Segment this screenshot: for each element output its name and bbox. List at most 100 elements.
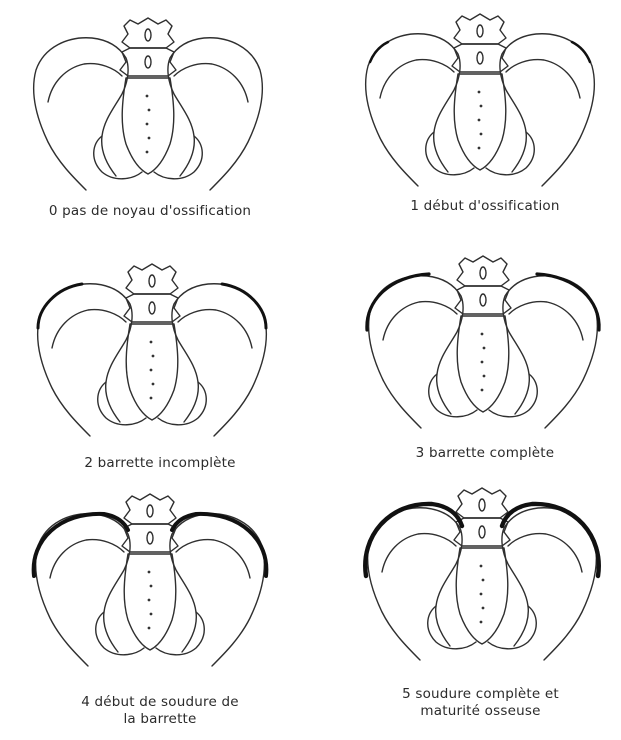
pelvis-svg <box>350 8 610 198</box>
stage-4-caption-line-1: 4 début de soudure de <box>10 694 310 711</box>
right-iliac-inner-contour <box>174 64 248 102</box>
left-iliac-inner-contour <box>383 302 457 340</box>
lower-vertebra-foramen <box>480 294 486 306</box>
sacral-foramen-dot <box>150 613 153 616</box>
pelvis-svg <box>352 482 612 672</box>
pelvis-drawing-stage-2 <box>22 258 282 448</box>
left-iliac-wing <box>368 508 462 660</box>
lower-vertebra-foramen <box>145 56 151 68</box>
upper-vertebra-foramen <box>480 267 486 279</box>
sacrum <box>124 554 176 650</box>
stage-4-caption-line-2: la barrette <box>10 711 310 728</box>
lower-vertebra-foramen <box>479 526 485 538</box>
left-iliac-apophysis <box>370 42 388 62</box>
right-obturator-loop <box>156 612 204 655</box>
stage-1-caption: 1 début d'ossification <box>350 198 620 215</box>
sacrum <box>454 74 506 170</box>
pelvis-svg <box>22 258 282 448</box>
left-iliac-inner-contour <box>50 540 124 578</box>
right-iliac-wing <box>172 284 266 436</box>
sacral-foramen-dot <box>148 137 151 140</box>
right-iliac-inner-contour <box>506 60 580 98</box>
left-obturator-loop <box>96 612 144 655</box>
sacral-foramen-dot <box>152 383 155 386</box>
upper-vertebra-foramen <box>479 499 485 511</box>
left-iliac-inner-contour <box>48 64 122 102</box>
sacral-foramen-dot <box>146 95 149 98</box>
left-obturator-loop <box>94 136 142 179</box>
left-iliac-wing <box>34 38 128 190</box>
sacral-foramen-dot <box>150 585 153 588</box>
stage-5-caption-line-1: 5 soudure complète et <box>340 686 621 703</box>
right-obturator-loop <box>158 382 206 425</box>
pelvis-svg <box>18 12 278 202</box>
lumbar-vertebra-upper <box>457 256 509 286</box>
right-iliac-inner-contour <box>509 302 583 340</box>
upper-vertebra-foramen <box>147 505 153 517</box>
pelvis-drawing-stage-4 <box>20 488 280 678</box>
stage-3-caption: 3 barrette complète <box>350 445 620 462</box>
sacral-foramen-dot <box>481 361 484 364</box>
lumbar-vertebra-upper <box>454 14 506 44</box>
right-obturator-loop <box>488 606 536 649</box>
left-iliac-wing <box>366 34 460 186</box>
stage-5-caption: 5 soudure complète et maturité osseuse <box>340 686 621 720</box>
sacral-foramen-dot <box>480 105 483 108</box>
stage-3-caption-line-1: 3 barrette complète <box>350 445 620 462</box>
sacral-foramen-dot <box>480 621 483 624</box>
lumbar-vertebra-upper <box>124 494 176 524</box>
stage-2-caption-line-1: 2 barrette incomplète <box>20 455 300 472</box>
sacral-foramen-dot <box>150 397 153 400</box>
lower-vertebra-foramen <box>149 302 155 314</box>
pelvis-drawing-stage-3 <box>353 250 613 440</box>
lumbar-vertebra-upper <box>122 18 174 48</box>
sacrum <box>456 548 508 644</box>
stage-0-caption-line-1: 0 pas de noyau d'ossification <box>0 203 300 220</box>
sacral-foramen-dot <box>148 627 151 630</box>
pelvis-svg <box>353 250 613 440</box>
stage-1-caption-line-1: 1 début d'ossification <box>350 198 620 215</box>
pelvis-drawing-stage-5 <box>352 482 612 672</box>
sacral-foramen-dot <box>482 579 485 582</box>
right-iliac-wing <box>168 38 262 190</box>
sacral-foramen-dot <box>150 369 153 372</box>
stage-0-caption: 0 pas de noyau d'ossification <box>0 203 300 220</box>
left-obturator-loop <box>426 132 474 175</box>
stage-5-caption-line-2: maturité osseuse <box>340 703 621 720</box>
right-iliac-wing <box>503 276 597 428</box>
sacral-foramen-dot <box>478 119 481 122</box>
upper-vertebra-foramen <box>477 25 483 37</box>
left-iliac-inner-contour <box>52 310 126 348</box>
sacrum <box>126 324 178 420</box>
left-obturator-loop <box>98 382 146 425</box>
stage-2-caption: 2 barrette incomplète <box>20 455 300 472</box>
left-iliac-inner-contour <box>382 534 456 572</box>
sacral-foramen-dot <box>481 389 484 392</box>
sacral-foramen-dot <box>152 355 155 358</box>
lower-vertebra-foramen <box>147 532 153 544</box>
sacrum <box>457 316 509 412</box>
sacral-foramen-dot <box>483 375 486 378</box>
lumbar-vertebra-upper <box>126 264 178 294</box>
right-iliac-apophysis <box>222 284 266 328</box>
left-iliac-apophysis <box>38 284 82 328</box>
sacral-foramen-dot <box>482 607 485 610</box>
sacral-foramen-dot <box>483 347 486 350</box>
right-obturator-loop <box>486 132 534 175</box>
sacral-foramen-dot <box>148 571 151 574</box>
lumbar-vertebra-upper <box>456 488 508 518</box>
left-obturator-loop <box>428 606 476 649</box>
sacral-foramen-dot <box>480 593 483 596</box>
pelvis-drawing-stage-0 <box>18 12 278 202</box>
sacral-foramen-dot <box>148 599 151 602</box>
sacral-foramen-dot <box>480 565 483 568</box>
left-obturator-loop <box>429 374 477 417</box>
sacral-foramen-dot <box>478 91 481 94</box>
sacral-foramen-dot <box>478 147 481 150</box>
upper-vertebra-foramen <box>145 29 151 41</box>
left-iliac-wing <box>369 276 463 428</box>
right-iliac-wing <box>500 34 594 186</box>
sacral-foramen-dot <box>481 333 484 336</box>
right-iliac-inner-contour <box>508 534 582 572</box>
sacrum <box>122 78 174 174</box>
